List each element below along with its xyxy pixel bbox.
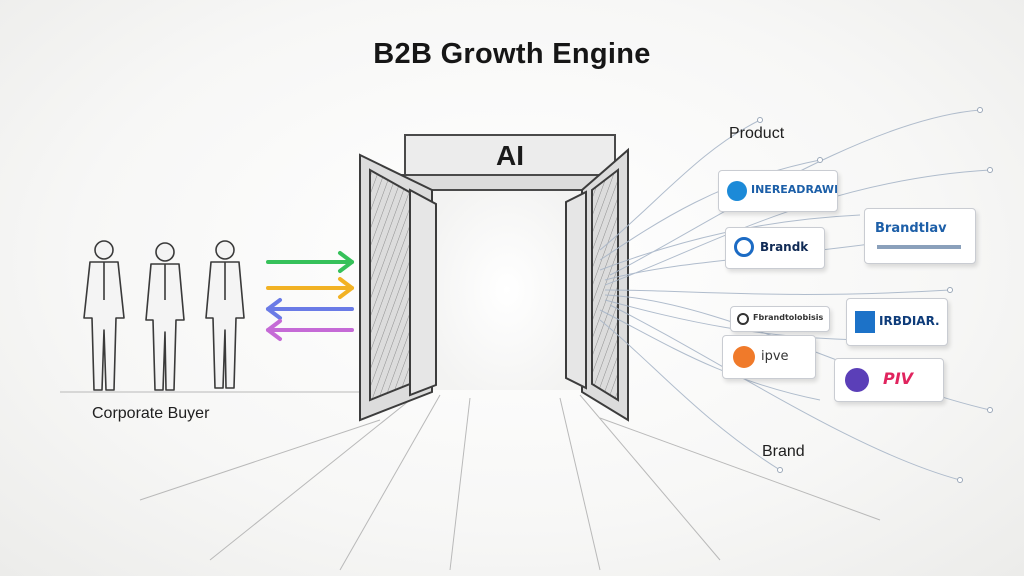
brand-card-text: INEREADRAWKER <box>751 183 837 196</box>
person-3 <box>205 240 245 389</box>
corporate-buyer-figures <box>83 240 245 391</box>
brand-card-subline <box>877 245 961 249</box>
brand-card-text: ipve <box>761 349 789 364</box>
brand-label: Brand <box>762 443 805 460</box>
product-label: Product <box>729 125 785 142</box>
brand-card-text: Brandtlav <box>875 221 947 236</box>
brand-card: INEREADRAWKER <box>718 170 838 212</box>
brand-card-text: PIV <box>883 369 914 388</box>
brand-logo-icon <box>845 368 869 392</box>
person-2 <box>145 242 185 391</box>
flow-arrow-right <box>266 251 354 273</box>
flow-arrows <box>266 251 354 341</box>
person-1 <box>83 240 125 391</box>
data-stream-nodes <box>757 107 993 483</box>
brand-card-text: Brandk <box>760 240 809 254</box>
flow-arrow-right <box>266 277 354 299</box>
brand-logo-icon <box>734 237 754 257</box>
brand-card-text: Fbrandtolobisis <box>753 313 824 322</box>
door-sign: AI <box>496 140 524 171</box>
brand-card: Fbrandtolobisis <box>730 306 830 332</box>
flow-arrow-left <box>266 298 354 320</box>
left-door <box>359 153 437 422</box>
brand-card: ipve <box>722 335 816 379</box>
brand-logo-icon <box>733 346 755 368</box>
brand-card: PIV <box>834 358 944 402</box>
brand-card: Brandtlav <box>864 208 976 264</box>
brand-card: IRBDIAR. <box>846 298 948 346</box>
doorway-light <box>432 190 582 390</box>
brand-card: Brandk <box>725 227 825 269</box>
diagram-title: B2B Growth Engine <box>373 38 651 70</box>
brand-logo-icon <box>727 181 747 201</box>
buyer-label: Corporate Buyer <box>92 405 210 422</box>
flow-arrow-left <box>266 319 354 341</box>
brand-logo-icon <box>855 311 875 333</box>
brand-card-text: IRBDIAR. <box>879 314 940 328</box>
floor-lines <box>60 391 881 571</box>
data-stream-lines <box>599 109 991 481</box>
brand-logo-icon <box>737 313 749 325</box>
